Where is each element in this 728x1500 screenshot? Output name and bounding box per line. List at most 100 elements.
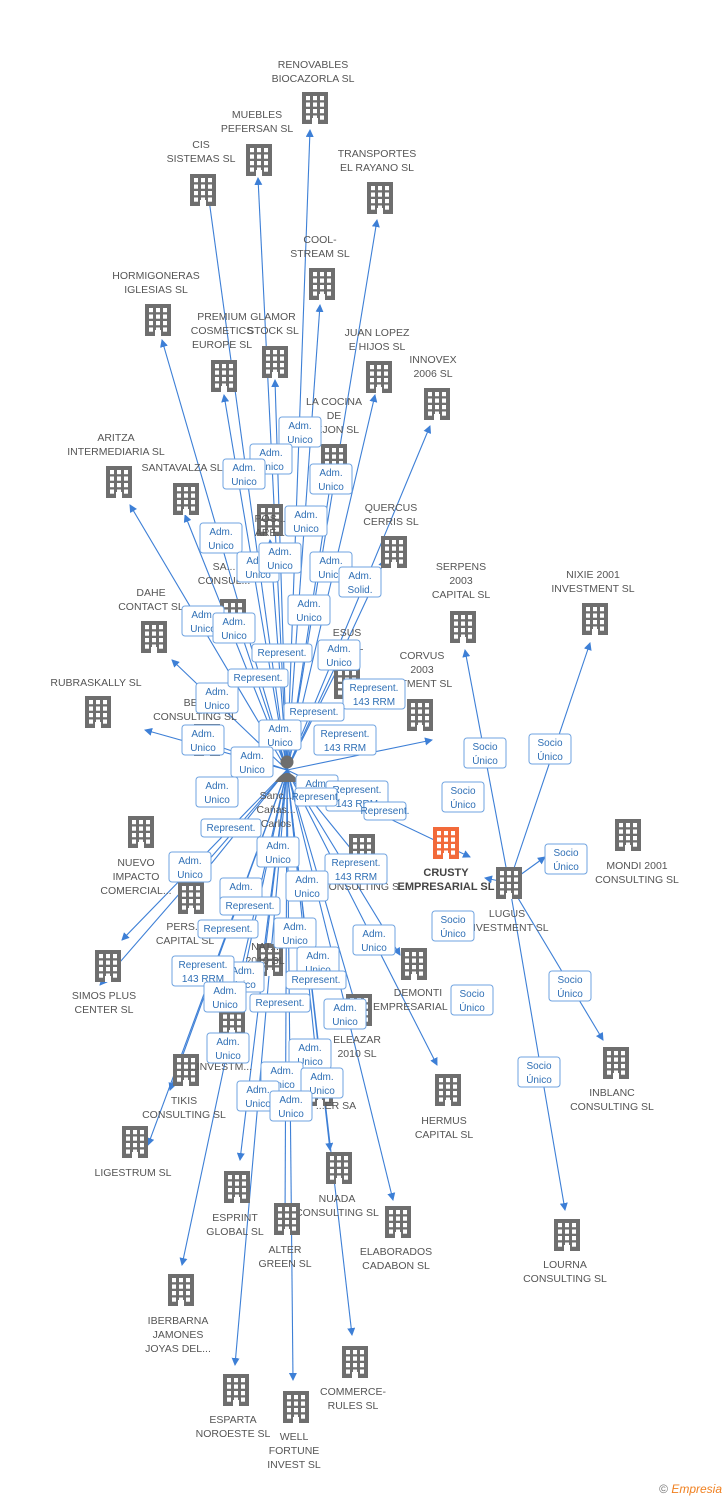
- relation-badge[interactable]: Adm.Unico: [195, 682, 239, 714]
- company-lourna-building-icon[interactable]: [554, 1219, 580, 1251]
- relation-badge[interactable]: Adm.Unico: [203, 981, 247, 1013]
- company-alter-building-icon[interactable]: [274, 1203, 300, 1235]
- company-pos-building-icon[interactable]: [257, 504, 283, 536]
- person-icon[interactable]: [275, 755, 299, 783]
- relation-badge[interactable]: Adm.Unico: [258, 542, 302, 574]
- company-hormigoneras-building-icon[interactable]: [145, 304, 171, 336]
- company-corvus-building-icon[interactable]: [407, 699, 433, 731]
- relation-badge[interactable]: Represent.: [283, 702, 345, 722]
- relation-badge[interactable]: Adm.Unico: [300, 1067, 344, 1099]
- relation-badge[interactable]: Adm.Unico: [168, 851, 212, 883]
- company-nuevo-building-icon[interactable]: [128, 816, 154, 848]
- company-hermus-building-icon[interactable]: [435, 1074, 461, 1106]
- relation-badge[interactable]: Represent.: [197, 919, 259, 939]
- company-label-santavalza-sl[interactable]: SANTAVALZA SL: [141, 462, 222, 474]
- relation-badge[interactable]: Adm.Unico: [317, 639, 361, 671]
- relation-badge[interactable]: Adm.Unico: [352, 924, 396, 956]
- company-aritza-building-icon[interactable]: [106, 466, 132, 498]
- relation-badge[interactable]: Adm.Unico: [309, 463, 353, 495]
- company-esparta-building-icon[interactable]: [223, 1374, 249, 1406]
- relation-badge[interactable]: Adm.Solid.: [338, 566, 382, 598]
- company-inblanc-building-icon[interactable]: [603, 1047, 629, 1079]
- company-label-rubraskally-sl[interactable]: RUBRASKALLY SL: [50, 677, 141, 689]
- company-cis-building-icon[interactable]: [190, 174, 216, 206]
- company-simos-plus-building-icon[interactable]: [95, 950, 121, 982]
- focus-company-building-icon[interactable]: [433, 827, 459, 859]
- company-label-ligestrum-sl[interactable]: LIGESTRUM SL: [94, 1167, 171, 1179]
- company-cool-building-icon[interactable]: [309, 268, 335, 300]
- relation-badge[interactable]: Adm.Unico: [230, 746, 274, 778]
- company-transportes-building-icon[interactable]: [367, 182, 393, 214]
- relation-badge[interactable]: Represent.: [292, 787, 341, 807]
- company-label-cool[interactable]: COOL-STREAM SL: [290, 234, 350, 260]
- relation-badge[interactable]: Represent.143 RRM: [342, 678, 406, 710]
- relation-badge[interactable]: Adm.Unico: [278, 416, 322, 448]
- relation-badge[interactable]: Adm.Unico: [206, 1032, 250, 1064]
- relation-badge[interactable]: Represent.: [219, 896, 281, 916]
- company-innovex-building-icon[interactable]: [424, 388, 450, 420]
- company-renovables-building-icon[interactable]: [302, 92, 328, 124]
- relation-badge[interactable]: Adm.Unico: [287, 594, 331, 626]
- person-name-label[interactable]: Sanc...Cañas...Carlos: [256, 790, 295, 830]
- company-elaborados-building-icon[interactable]: [385, 1206, 411, 1238]
- company-santavalza-sl-building-icon[interactable]: [173, 483, 199, 515]
- relation-badge[interactable]: Represent.143 RRM: [171, 955, 235, 987]
- company-muebles-building-icon[interactable]: [246, 144, 272, 176]
- company-commerce-building-icon[interactable]: [342, 1346, 368, 1378]
- company-esprint-building-icon[interactable]: [224, 1171, 250, 1203]
- company-ligestrum-sl-building-icon[interactable]: [122, 1126, 148, 1158]
- company-tikis-building-icon[interactable]: [173, 1054, 199, 1086]
- relation-badge[interactable]: Adm.Unico: [195, 776, 239, 808]
- relation-badge[interactable]: Adm.Unico: [181, 724, 225, 756]
- relation-badge[interactable]: Adm.Unico: [199, 522, 243, 554]
- company-label-pos[interactable]: POS...ARE...: [255, 513, 286, 539]
- relation-badge[interactable]: Adm.Unico: [256, 836, 300, 868]
- relation-badge[interactable]: Adm.Unico: [258, 719, 302, 751]
- relation-badge[interactable]: Represent.: [249, 993, 311, 1013]
- company-mondi-2001-building-icon[interactable]: [615, 819, 641, 851]
- company-nixie-2001-building-icon[interactable]: [582, 603, 608, 635]
- relation-badge[interactable]: Represent.143 RRM: [313, 724, 377, 756]
- relation-badge[interactable]: Adm.Unico: [212, 612, 256, 644]
- company-premium-building-icon[interactable]: [211, 360, 237, 392]
- relation-badge[interactable]: Represent.: [200, 818, 262, 838]
- company-glamor-building-icon[interactable]: [262, 346, 288, 378]
- company-quercus-building-icon[interactable]: [381, 536, 407, 568]
- relation-badge[interactable]: Adm.Unico: [323, 998, 367, 1030]
- company-iberbarna-building-icon[interactable]: [168, 1274, 194, 1306]
